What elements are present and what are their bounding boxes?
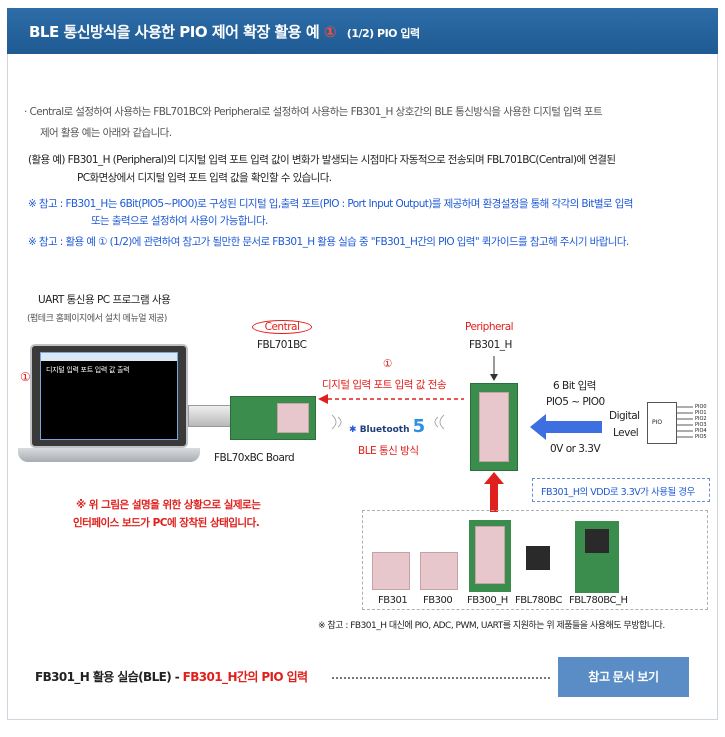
pio-pin-4: PIO4 — [695, 428, 707, 434]
digital-label: Digital — [609, 410, 640, 422]
product-fb300h-module — [475, 526, 505, 584]
pio-range-label: PIO5 ~ PIO0 — [546, 396, 605, 408]
signal-right-icon — [434, 414, 445, 430]
vdd-note-box: FB301_H의 VDD로 3.3V가 사용될 경우 — [532, 478, 710, 502]
pio-pin-2: PIO2 — [695, 416, 707, 422]
warning-line-1: ※ 위 그림은 설명을 위한 상황으로 실제로는 — [76, 499, 261, 511]
uart-subtitle: (펌테크 홈페이지에서 설치 메뉴얼 제공) — [27, 314, 167, 324]
pio-pin-1: PIO1 — [695, 410, 707, 416]
peripheral-pointer-arrow — [490, 356, 498, 381]
product-label-fb300: FB300 — [423, 595, 453, 606]
header-title-text: BLE 통신방식을 사용한 PIO 제어 확장 활용 예 — [29, 23, 320, 41]
intro-line-2: 제어 활용 예는 아래와 같습니다. — [40, 127, 172, 139]
product-fb301-image — [372, 552, 410, 590]
pio-pin-0: PIO0 — [695, 404, 707, 410]
product-label-fbl780bc: FBL780BC — [515, 595, 562, 606]
input-blue-arrow — [530, 414, 602, 440]
note-2: ※ 참고 : 활용 예 ① (1/2)에 관련하여 참고가 될만한 문서로 FB… — [28, 236, 629, 248]
pio-pin-3: PIO3 — [695, 422, 707, 428]
header-circled-number: ① — [323, 23, 337, 41]
laptop-base — [18, 448, 200, 462]
reference-document-button[interactable]: 참고 문서 보기 — [558, 657, 689, 697]
central-role: Central — [252, 320, 312, 334]
content-frame — [7, 54, 718, 720]
transfer-label: 디지털 입력 포트 입력 값 전송 — [322, 379, 447, 391]
marker-left: ① — [20, 370, 31, 384]
signal-left-icon — [331, 414, 342, 430]
peripheral-board-image — [470, 383, 518, 471]
warning-line-2: 인터페이스 보드가 PC에 장착된 상태입니다. — [73, 517, 260, 529]
vdd-note-text: FB301_H의 VDD로 3.3V가 사용될 경우 — [541, 487, 695, 498]
terminal-titlebar — [41, 353, 177, 361]
uart-title: UART 통신용 PC 프로그램 사용 — [38, 294, 171, 306]
product-fb300-image — [420, 552, 458, 590]
reference-title-highlight: FB301_H간의 PIO 입력 — [182, 670, 308, 684]
usb-connector — [188, 405, 232, 427]
central-model: FBL701BC — [257, 339, 307, 351]
up-red-arrow — [484, 472, 504, 512]
page-header: BLE 통신방식을 사용한 PIO 제어 확장 활용 예 ① (1/2) PIO… — [7, 8, 718, 54]
peripheral-role: Peripheral — [465, 321, 514, 333]
example-line-1: (활용 예) FB301_H (Peripheral)의 디지털 입력 포트 입… — [28, 154, 616, 166]
product-fb300h-image — [469, 520, 511, 592]
reference-dots — [332, 677, 550, 679]
laptop-screen: 디지털 입력 포트 입력 값 출력 — [30, 344, 188, 448]
ble-method-label: BLE 통신 방식 — [358, 445, 419, 457]
terminal-window: 디지털 입력 포트 입력 값 출력 — [40, 352, 178, 440]
bluetooth-logo: ✱ Bluetooth 5 — [349, 416, 425, 437]
reference-title: FB301_H 활용 실습(BLE) - FB301_H간의 PIO 입력 — [35, 668, 308, 685]
product-note: ※ 참고 : FB301_H 대신에 PIO, ADC, PWM, UART를 … — [318, 621, 665, 631]
note-1-line-2: 또는 출력으로 설정하여 사용이 가능합니다. — [91, 215, 268, 227]
example-line-2: PC화면상에서 디지털 입력 포트 입력 값을 확인할 수 있습니다. — [77, 172, 332, 184]
reference-title-main: FB301_H 활용 실습(BLE) - — [35, 670, 183, 684]
product-fbl780bc-image — [526, 546, 550, 570]
central-board-label: FBL70xBC Board — [214, 452, 295, 464]
transfer-marker: ① — [383, 358, 392, 370]
terminal-output: 디지털 입력 포트 입력 값 출력 — [46, 366, 130, 374]
product-label-fb301: FB301 — [378, 595, 408, 606]
product-label-fb300h: FB300_H — [467, 595, 508, 606]
products-box — [362, 510, 708, 610]
bluetooth-icon: ✱ — [349, 425, 357, 435]
header-title: BLE 통신방식을 사용한 PIO 제어 확장 활용 예 ① (1/2) PIO… — [29, 21, 420, 42]
note-1-line-1: ※ 참고 : FB301_H는 6Bit(PIO5~PIO0)로 구성된 디지털… — [28, 198, 633, 210]
central-board-image — [230, 396, 316, 440]
pio-chip: PIO — [647, 402, 677, 444]
pio-pin-5: PIO5 — [695, 434, 707, 440]
peripheral-model: FB301_H — [469, 339, 512, 351]
transfer-arrow — [318, 394, 464, 404]
product-label-fbl780bch: FBL780BC_H — [569, 595, 628, 606]
voltage-label: 0V or 3.3V — [550, 443, 601, 455]
level-label: Level — [613, 427, 639, 439]
bluetooth-label: Bluetooth — [359, 425, 410, 435]
pio-pin-arrows — [677, 406, 693, 438]
peripheral-module — [479, 392, 509, 462]
six-bit-label: 6 Bit 입력 — [553, 380, 596, 392]
bluetooth-version: 5 — [412, 416, 426, 437]
product-fbl780bch-module — [585, 529, 609, 553]
header-subtitle: (1/2) PIO 입력 — [346, 27, 420, 40]
product-fbl780bch-image — [575, 521, 619, 593]
pio-pin-list: PIO0 PIO1 PIO2 PIO3 PIO4 PIO5 — [695, 404, 707, 440]
pio-chip-label: PIO — [652, 419, 663, 426]
intro-line-1: · Central로 설정하여 사용하는 FBL701BC와 Periphera… — [24, 106, 603, 118]
central-module — [277, 403, 309, 433]
